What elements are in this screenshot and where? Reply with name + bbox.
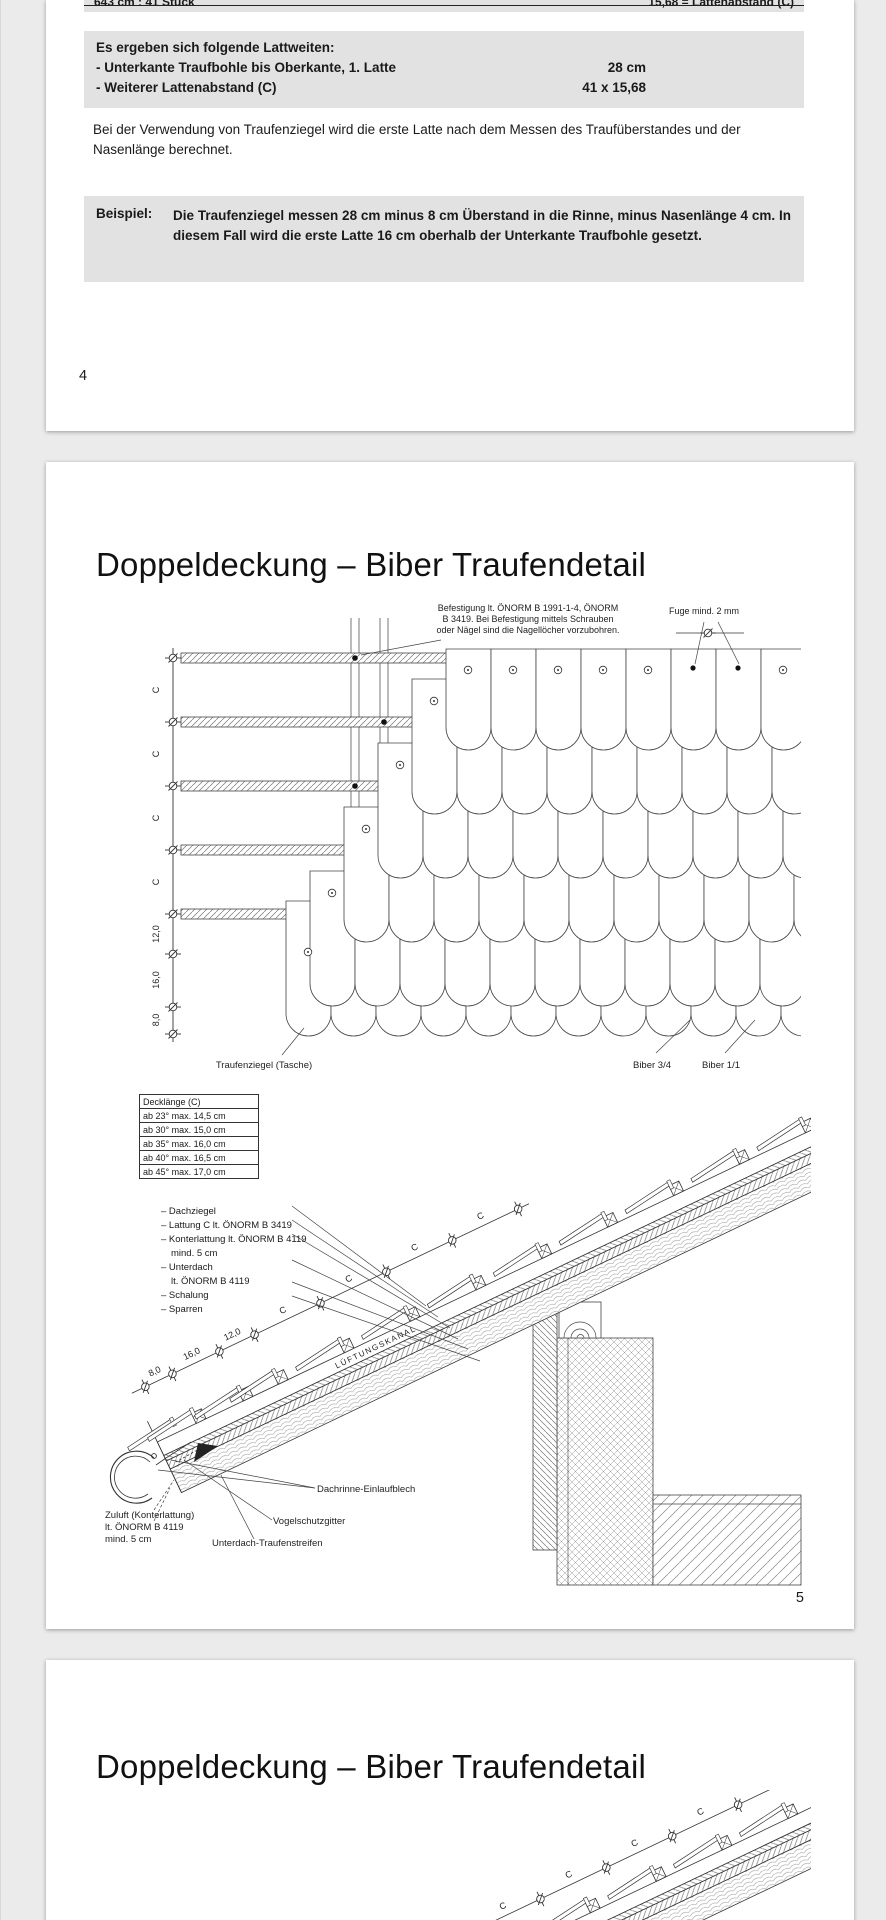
label-traufenziegel: Traufenziegel (Tasche): [216, 1060, 312, 1071]
label-biber-11: Biber 1/1: [702, 1060, 740, 1071]
document-page-5: Doppeldeckung – Biber Traufendetail Befe…: [46, 462, 854, 1629]
roof-section-fragment: C C C C C: [345, 1790, 811, 1920]
table-row: ab 23° max. 14,5 cm: [140, 1108, 258, 1122]
frag-dim-c: C: [629, 1837, 640, 1849]
zuluft-arrow: [194, 1443, 218, 1462]
tile-courses: [285, 648, 801, 1037]
calc-left-text: 643 cm : 41 Stück: [94, 0, 195, 9]
lattweiten-box: Es ergeben sich folgende Lattweiten: - U…: [84, 31, 804, 108]
einlaufblech-line: [155, 1441, 192, 1466]
table-row: ab 40° max. 16,5 cm: [140, 1150, 258, 1164]
beispiel-label: Beispiel:: [96, 206, 153, 221]
sdim-c-3: C: [409, 1241, 420, 1253]
beispiel-box: Beispiel: Die Traufenziegel messen 28 cm…: [84, 196, 804, 282]
legend-item: – Konterlattung lt. ÖNORM B 4119: [161, 1234, 307, 1245]
frag-dim-c: C: [695, 1805, 706, 1817]
row1-value: 28 cm: [607, 60, 646, 75]
slope-dim-line: C C C C C: [357, 1790, 811, 1920]
lattweiten-row-1: - Unterkante Traufbohle bis Oberkante, 1…: [84, 55, 804, 75]
sdim-8: 8,0: [147, 1364, 163, 1378]
label-biber-34: Biber 3/4: [633, 1060, 671, 1071]
page-number-4: 4: [79, 368, 88, 384]
sdim-c-1: C: [278, 1304, 289, 1316]
leader-lines: [281, 621, 756, 1056]
decklaenge-table: Decklänge (C) ab 23° max. 14,5 cm ab 30°…: [139, 1094, 259, 1179]
document-page-4: 643 cm : 41 Stück 15,68 = Lattenabstand …: [46, 0, 854, 431]
wall-structure: [532, 1301, 802, 1586]
svg-text:oder Nägel sind die Nagellöche: oder Nägel sind die Nagellöcher vorzuboh…: [436, 625, 619, 635]
roof-buildup: 8,0 16,0 12,0 C C C C LÜFTUNGSKANAL: [123, 1116, 811, 1494]
sdim-16: 16,0: [182, 1345, 202, 1362]
table-row: ab 30° max. 15,0 cm: [140, 1122, 258, 1136]
label-zuluft-2: lt. ÖNORM B 4119: [105, 1522, 184, 1533]
legend-item: – Schalung: [161, 1290, 209, 1301]
section-leader-lines: [153, 1205, 481, 1540]
section-labels: Dachrinne-Einlaufblech Vogelschutzgitter…: [105, 1484, 415, 1549]
legend-item: – Dachziegel: [161, 1206, 216, 1217]
befestigung-note: Befestigung lt. ÖNORM B 1991-1-4, ÖNORM …: [436, 603, 619, 635]
row2-value: 41 x 15,68: [582, 80, 646, 95]
dim-c-3: C: [151, 814, 161, 821]
tile-plan-drawing: Befestigung lt. ÖNORM B 1991-1-4, ÖNORM …: [151, 603, 801, 1071]
row2-label: - Weiterer Lattenabstand (C): [96, 80, 277, 95]
calc-strip: 643 cm : 41 Stück 15,68 = Lattenabstand …: [84, 0, 804, 12]
legend-item: – Lattung C lt. ÖNORM B 3419: [161, 1220, 292, 1231]
table-row: ab 45° max. 17,0 cm: [140, 1164, 258, 1178]
body-paragraph: Bei der Verwendung von Traufenziegel wir…: [93, 122, 741, 157]
dim-c-1: C: [151, 686, 161, 693]
eaves-section-drawing: 8,0 16,0 12,0 C C C C LÜFTUNGSKANAL: [105, 1116, 811, 1586]
label-dachrinne: Dachrinne-Einlaufblech: [317, 1484, 415, 1495]
dim-16: 16,0: [151, 971, 161, 989]
dim-c-4: C: [151, 878, 161, 885]
dim-c-2: C: [151, 750, 161, 757]
sdim-c-4: C: [475, 1210, 486, 1222]
beispiel-text: Die Traufenziegel messen 28 cm minus 8 c…: [173, 208, 791, 243]
label-zuluft-1: Zuluft (Konterlattung): [105, 1510, 194, 1521]
table-row: ab 35° max. 16,0 cm: [140, 1136, 258, 1150]
layer-legend: – Dachziegel – Lattung C lt. ÖNORM B 341…: [161, 1205, 356, 1317]
ledge-slab: [652, 1494, 802, 1586]
page-title: Doppeldeckung – Biber Traufendetail: [96, 546, 647, 583]
frag-dim-c: C: [498, 1900, 509, 1912]
legend-item: – Unterdach: [161, 1262, 213, 1273]
legend-item-cont: mind. 5 cm: [171, 1248, 218, 1259]
tile-field: [180, 618, 801, 1037]
sdim-12: 12,0: [222, 1326, 242, 1343]
label-vogelschutzgitter: Vogelschutzgitter: [273, 1516, 345, 1527]
page-number-5: 5: [795, 1590, 804, 1606]
row1-label: - Unterkante Traufbohle bis Oberkante, 1…: [96, 60, 397, 75]
sum-line: [84, 5, 804, 6]
document-page-6: Doppeldeckung – Biber Traufendetail C C …: [46, 1660, 854, 1920]
label-zuluft-3: mind. 5 cm: [105, 1534, 152, 1545]
svg-text:Befestigung lt. ÖNORM B 1991-1: Befestigung lt. ÖNORM B 1991-1-4, ÖNORM: [438, 603, 619, 613]
sdim-c-2: C: [344, 1273, 355, 1285]
vertical-dim-line: C C C C 12,0 16,0 8,0: [151, 648, 182, 1042]
table-title: Decklänge (C): [143, 1096, 201, 1107]
dim-12: 12,0: [151, 925, 161, 943]
fuge-label: Fuge mind. 2 mm: [669, 606, 739, 616]
dim-8: 8,0: [151, 1014, 161, 1027]
calc-right-text: 15,68 = Lattenabstand (C): [648, 0, 794, 9]
legend-item: – Sparren: [161, 1304, 203, 1315]
svg-text:B 3419. Bei Befestigung mittel: B 3419. Bei Befestigung mittels Schraube…: [442, 614, 613, 624]
lattweiten-row-2: - Weiterer Lattenabstand (C) 41 x 15,68: [84, 75, 804, 95]
page-title: Doppeldeckung – Biber Traufendetail: [96, 1748, 647, 1785]
frag-dim-c: C: [564, 1868, 575, 1880]
roof-fragment-buildup: C C C C C: [345, 1790, 811, 1920]
fuge-point-1: [690, 665, 696, 671]
fuge-point-2: [735, 665, 741, 671]
lattweiten-title: Es ergeben sich folgende Lattweiten:: [96, 40, 335, 55]
legend-item-cont: lt. ÖNORM B 4119: [171, 1276, 250, 1287]
label-unterdach-traufenstreifen: Unterdach-Traufenstreifen: [212, 1538, 323, 1549]
